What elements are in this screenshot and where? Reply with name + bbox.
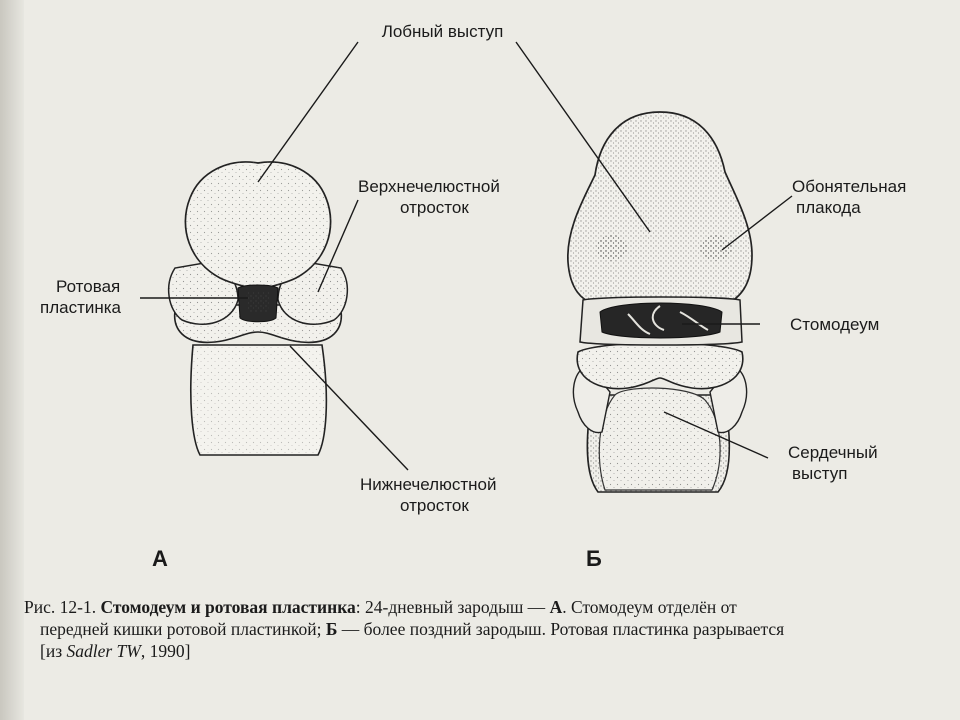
leader-frontal-a bbox=[257, 41, 359, 183]
embryo-b bbox=[567, 111, 753, 493]
caption-source-open: [из bbox=[40, 641, 67, 661]
caption-source-author: Sadler TW bbox=[66, 641, 141, 661]
label-mandibular-process: Нижнечелюстной отросток bbox=[360, 475, 497, 515]
leader-lines bbox=[140, 41, 793, 471]
embryo-b-olfactory-placode-right bbox=[700, 235, 732, 261]
leader-cardiac bbox=[663, 411, 769, 459]
label-oral-plate: Ротовая пластинка bbox=[40, 277, 122, 317]
caption-ref-a: А bbox=[549, 597, 563, 617]
embryo-b-olfactory-placode-left bbox=[596, 235, 628, 261]
caption-line2-pre: передней кишки ротовой пластинкой; bbox=[40, 619, 326, 639]
figure-caption: Рис. 12-1. Стомодеум и ротовая пластинка… bbox=[24, 596, 934, 662]
leader-olfactory bbox=[721, 195, 793, 251]
label-olfactory-placode: Обонятельная плакода bbox=[792, 177, 907, 217]
panel-label-b: Б bbox=[586, 546, 602, 571]
embryo-b-stomodeum bbox=[599, 302, 723, 339]
caption-line-3: [из Sadler TW, 1990] bbox=[24, 640, 934, 662]
caption-title: Стомодеум и ротовая пластинка bbox=[100, 597, 356, 617]
caption-prefix: Рис. 12-1. bbox=[24, 597, 97, 617]
caption-line-1: Рис. 12-1. Стомодеум и ротовая пластинка… bbox=[24, 596, 934, 618]
caption-ref-b: Б bbox=[325, 619, 338, 639]
embryo-a bbox=[167, 161, 349, 456]
caption-line2-post: — более поздний зародыш. Ротовая пластин… bbox=[337, 619, 785, 639]
caption-line-2: передней кишки ротовой пластинкой; Б — б… bbox=[24, 618, 934, 640]
caption-text-1: : 24-дневный зародыш — bbox=[355, 597, 550, 617]
label-maxillary-process: Верхнечелюстной отросток bbox=[358, 177, 500, 217]
label-stomodeum: Стомодеум bbox=[790, 315, 880, 334]
panel-label-a: А bbox=[152, 546, 168, 571]
leader-mandibular bbox=[289, 345, 409, 471]
caption-text-2: . Стомодеум отделён от bbox=[562, 597, 737, 617]
leader-frontal-b bbox=[515, 41, 651, 233]
leader-maxillary bbox=[317, 199, 359, 293]
caption-source-close: , 1990] bbox=[140, 641, 191, 661]
label-frontal-prominence: Лобный выступ bbox=[381, 22, 504, 41]
label-cardiac-bulge: Сердечный выступ bbox=[788, 443, 878, 483]
page-edge-shadow bbox=[0, 0, 24, 720]
